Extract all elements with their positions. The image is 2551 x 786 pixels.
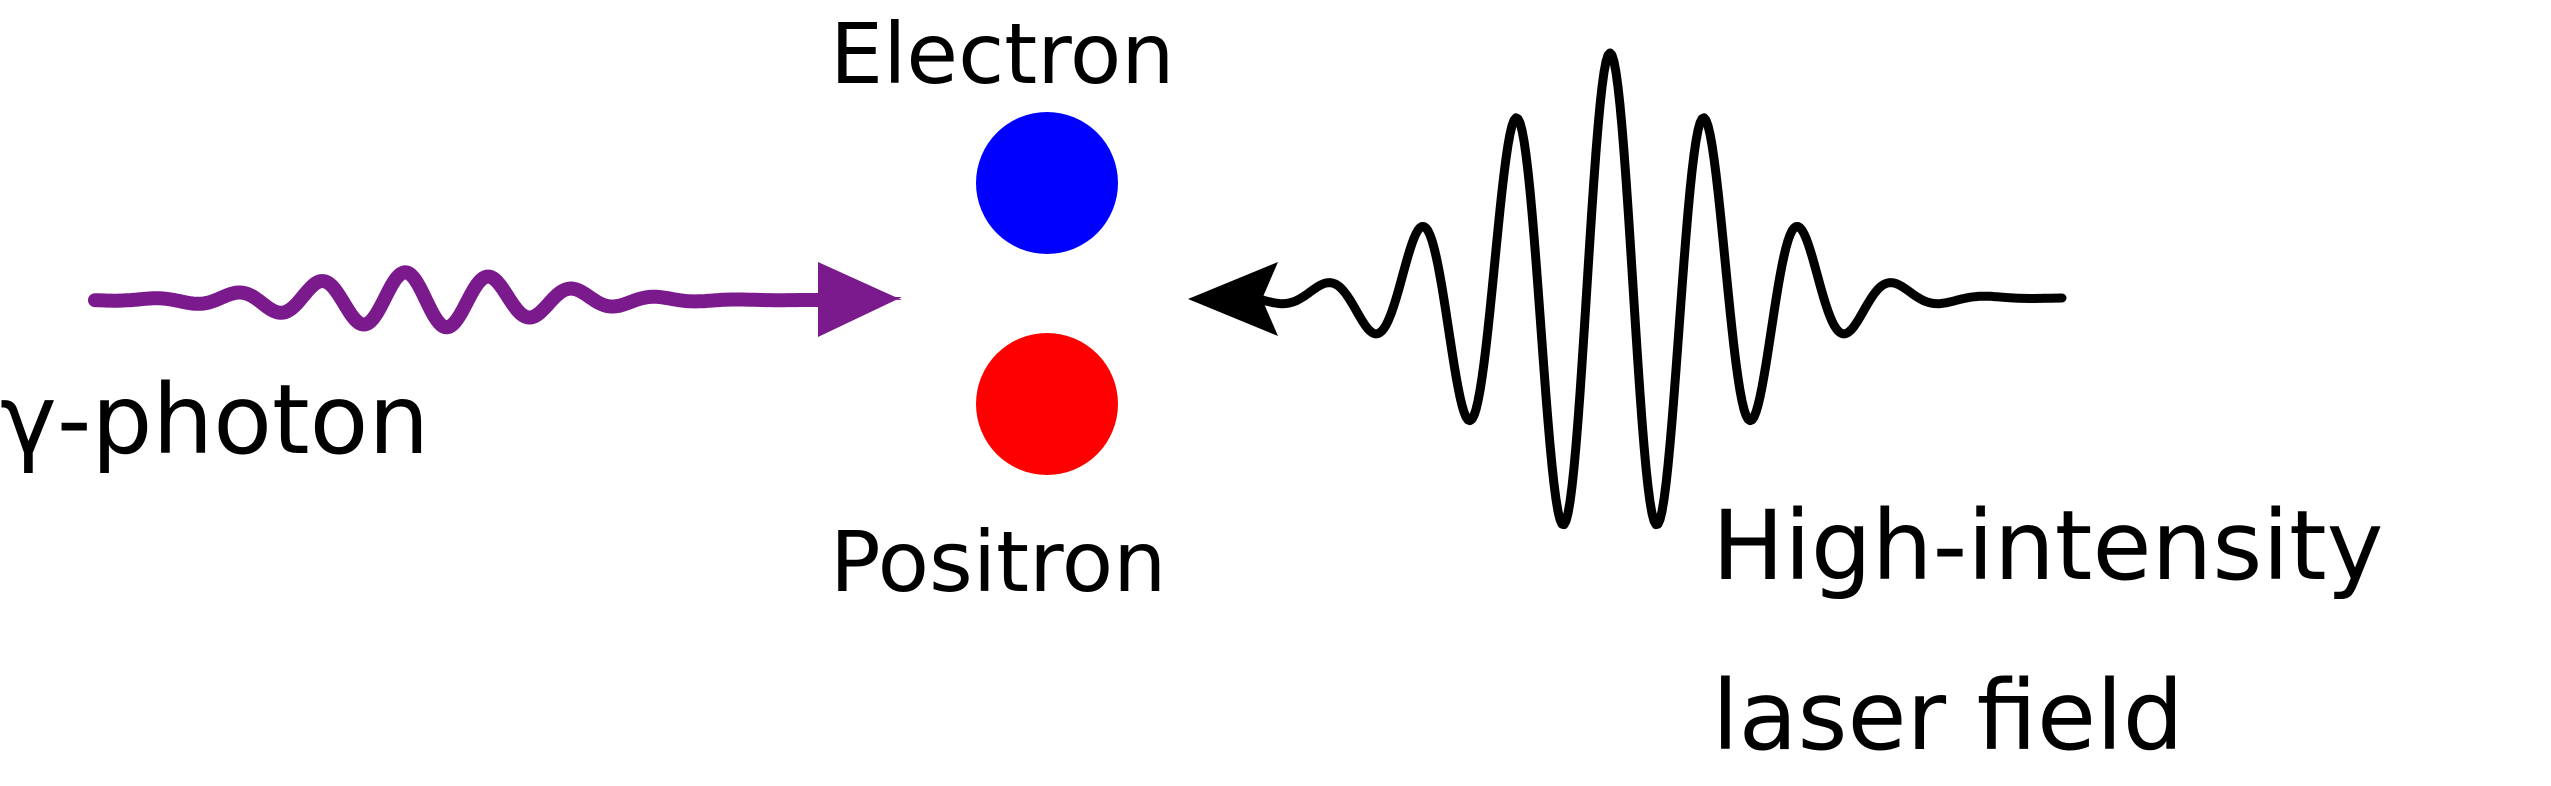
photon-arrowhead — [818, 297, 902, 337]
photon-wave — [88, 265, 826, 335]
photon-arrowhead-lower — [818, 262, 902, 300]
laser-label-line-1: High-intensity — [1712, 490, 2384, 602]
electron-dot — [976, 112, 1118, 254]
positron-dot — [976, 333, 1118, 475]
laser-arrowhead — [1188, 262, 1278, 336]
electron-label: Electron — [830, 5, 1175, 103]
photon-label: γ-photon — [0, 364, 430, 476]
laser-label-line-2: laser field — [1712, 660, 2184, 772]
positron-label: Positron — [830, 513, 1167, 611]
laser-wave — [1257, 48, 2067, 530]
